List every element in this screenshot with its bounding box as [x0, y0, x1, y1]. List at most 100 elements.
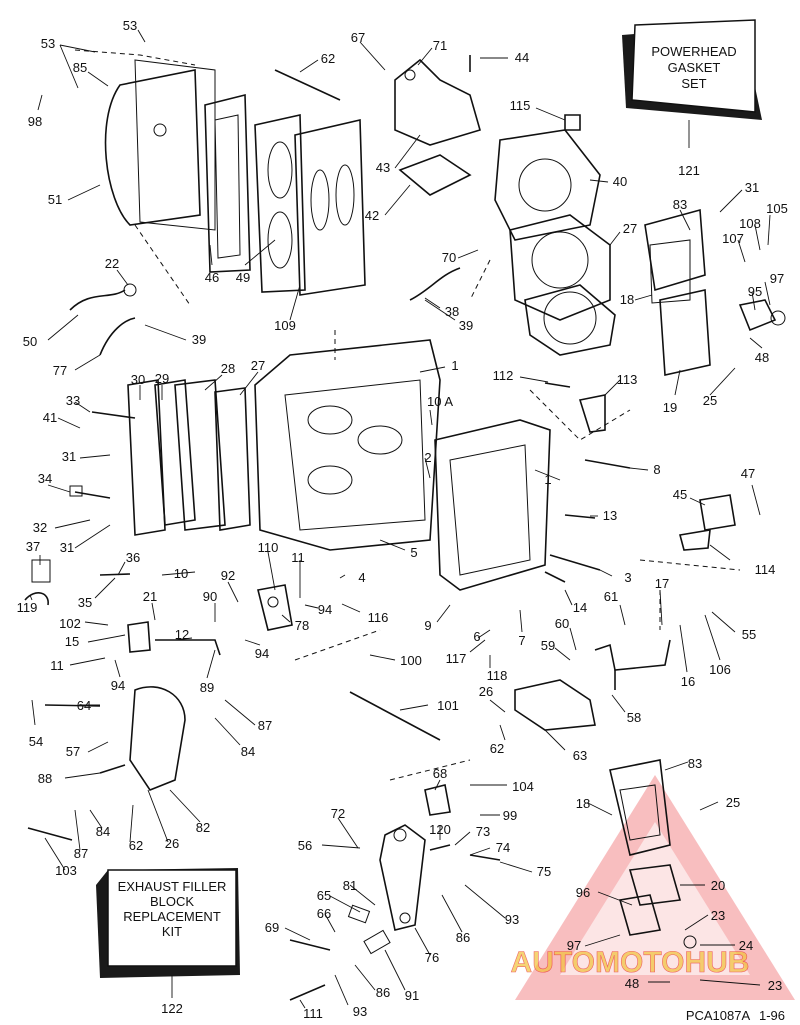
callout-c91: 91	[405, 988, 419, 1003]
callout-c63: 63	[573, 748, 587, 763]
callout-c82: 82	[196, 820, 210, 835]
callout-c18b: 18	[576, 796, 590, 811]
callout-c99: 99	[503, 808, 517, 823]
callout-c2: 2	[424, 450, 431, 465]
callout-c8: 8	[653, 462, 660, 477]
callout-c75: 75	[537, 864, 551, 879]
callout-c115: 115	[510, 98, 531, 113]
exhaust-box-line2: BLOCK	[150, 894, 194, 909]
callout-c20: 20	[711, 878, 725, 893]
callout-c70: 70	[442, 250, 456, 265]
callout-c76: 76	[425, 950, 439, 965]
powerhead-box-line1: POWERHEAD	[651, 44, 736, 59]
callout-c31b: 31	[62, 449, 76, 464]
callout-c66: 66	[317, 906, 331, 921]
callout-c81: 81	[343, 878, 357, 893]
callout-c88: 88	[38, 771, 52, 786]
callout-c122: 122	[161, 1001, 183, 1016]
callout-c78: 78	[295, 618, 309, 633]
callout-c44: 44	[515, 50, 529, 65]
callout-c56: 56	[298, 838, 312, 853]
callout-c42: 42	[365, 208, 379, 223]
callout-c16: 16	[681, 674, 695, 689]
figure-date: 1-96	[759, 1008, 785, 1023]
callout-c51: 51	[48, 192, 62, 207]
callout-c5: 5	[410, 545, 417, 560]
callout-c92: 92	[221, 568, 235, 583]
callout-c12: 12	[175, 627, 189, 642]
exhaust-box-line1: EXHAUST FILLER	[118, 879, 227, 894]
leader-lines	[29, 29, 771, 1009]
callout-c93b: 93	[353, 1004, 367, 1019]
callout-c83b: 83	[688, 756, 702, 771]
callout-c40: 40	[613, 174, 627, 189]
callout-c9: 9	[424, 618, 431, 633]
callout-c39a: 39	[459, 318, 473, 333]
callout-c19: 19	[663, 400, 677, 415]
callout-c60: 60	[555, 616, 569, 631]
callout-c31a: 31	[745, 180, 759, 195]
exhaust-filler-kit-box: EXHAUST FILLER BLOCK REPLACEMENT KIT	[96, 868, 240, 978]
callout-c73: 73	[476, 824, 490, 839]
callout-c72: 72	[331, 806, 345, 821]
callout-c33: 33	[66, 393, 80, 408]
callout-c53b: 53	[41, 36, 55, 51]
callout-c32: 32	[33, 520, 47, 535]
callout-c86b: 86	[376, 985, 390, 1000]
callout-c7: 7	[518, 633, 525, 648]
callout-c27a: 27	[623, 221, 637, 236]
callout-c24: 24	[739, 938, 753, 953]
callout-c62c: 62	[129, 838, 143, 853]
callout-c30: 30	[131, 372, 145, 387]
callout-c108: 108	[739, 216, 761, 231]
callout-c94a: 94	[318, 602, 332, 617]
callout-c22: 22	[105, 256, 119, 271]
callout-c119: 119	[17, 600, 38, 615]
callout-c100: 100	[400, 653, 422, 668]
callout-c65: 65	[317, 888, 331, 903]
callout-c1b: 1	[544, 472, 551, 487]
callout-c4: 4	[358, 570, 365, 585]
callout-c109: 109	[274, 318, 296, 333]
callout-c6: 6	[473, 629, 480, 644]
callout-c15: 15	[65, 634, 79, 649]
callout-c112: 112	[493, 368, 514, 383]
callout-c43: 43	[376, 160, 390, 175]
callout-c14: 14	[573, 600, 587, 615]
callout-c27b: 27	[251, 358, 265, 373]
callout-c102: 102	[59, 616, 81, 631]
callout-c55: 55	[742, 627, 756, 642]
callout-c53a: 53	[123, 18, 137, 33]
powerhead-box-line3: SET	[681, 76, 706, 91]
callout-c96: 96	[576, 885, 590, 900]
exhaust-box-line3: REPLACEMENT	[123, 909, 221, 924]
assembly-dashed-lines	[74, 49, 741, 781]
callout-c111: 111	[303, 1006, 323, 1021]
callout-c83a: 83	[673, 197, 687, 212]
callout-c105: 105	[766, 201, 788, 216]
callout-c25a: 25	[703, 393, 717, 408]
callout-c38: 38	[445, 304, 459, 319]
callout-c18a: 18	[620, 292, 634, 307]
callout-c1a: 1	[451, 358, 458, 373]
callout-c26a: 26	[479, 684, 493, 699]
callout-c10: 10	[174, 566, 188, 581]
powerhead-box-line2: GASKET	[668, 60, 721, 75]
callout-c104: 104	[512, 779, 534, 794]
callout-c87b: 87	[74, 846, 88, 861]
callout-c94c: 94	[111, 678, 125, 693]
callout-c89: 89	[200, 680, 214, 695]
callout-c77: 77	[53, 363, 67, 378]
callout-c62a: 62	[321, 51, 335, 66]
exhaust-box-line4: KIT	[162, 924, 182, 939]
figure-code: PCA1087A	[686, 1008, 751, 1023]
callout-c11a: 11	[291, 550, 305, 565]
callout-c31c: 31	[60, 540, 74, 555]
callout-c35: 35	[78, 595, 92, 610]
callout-c13: 13	[603, 508, 617, 523]
callout-c113: 113	[617, 372, 638, 387]
callout-c95: 95	[748, 284, 762, 299]
callout-c86a: 86	[456, 930, 470, 945]
callout-c94b: 94	[255, 646, 269, 661]
callout-c118: 118	[487, 668, 508, 683]
